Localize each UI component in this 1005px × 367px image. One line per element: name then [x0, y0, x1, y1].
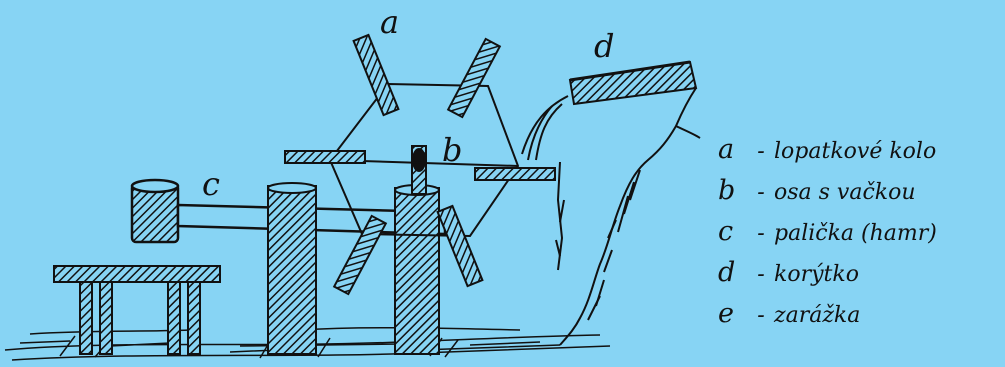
rock-bank: [560, 88, 700, 345]
legend-dash: -: [748, 221, 774, 246]
legend-letter: d: [718, 257, 748, 288]
legend-item: c - palička (hamr): [718, 216, 1003, 257]
legend-letter: e: [718, 298, 748, 329]
legend-item: e - zarážka: [718, 298, 1003, 339]
label-c: c: [202, 168, 220, 200]
label-b: b: [442, 134, 462, 166]
legend-letter: a: [718, 134, 748, 165]
legend-dash: -: [748, 262, 774, 287]
trough: [570, 62, 696, 104]
label-a: a: [380, 6, 399, 38]
water-stream: [522, 96, 568, 270]
legend-text: palička (hamr): [774, 221, 937, 246]
legend-dash: -: [748, 180, 774, 205]
legend: a - lopatkové kolo b - osa s vačkou c - …: [718, 134, 1003, 339]
label-d: d: [594, 30, 614, 62]
legend-text: korýtko: [774, 262, 859, 287]
legend-dash: -: [748, 303, 774, 328]
bench: [54, 266, 220, 354]
legend-item: b - osa s vačkou: [718, 175, 1003, 216]
legend-dash: -: [748, 139, 774, 164]
legend-item: a - lopatkové kolo: [718, 134, 1003, 175]
legend-letter: b: [718, 175, 748, 206]
legend-text: zarážka: [774, 303, 860, 328]
legend-item: d - korýtko: [718, 257, 1003, 298]
legend-letter: c: [718, 216, 748, 247]
legend-text: lopatkové kolo: [774, 139, 936, 164]
legend-text: osa s vačkou: [774, 180, 916, 205]
